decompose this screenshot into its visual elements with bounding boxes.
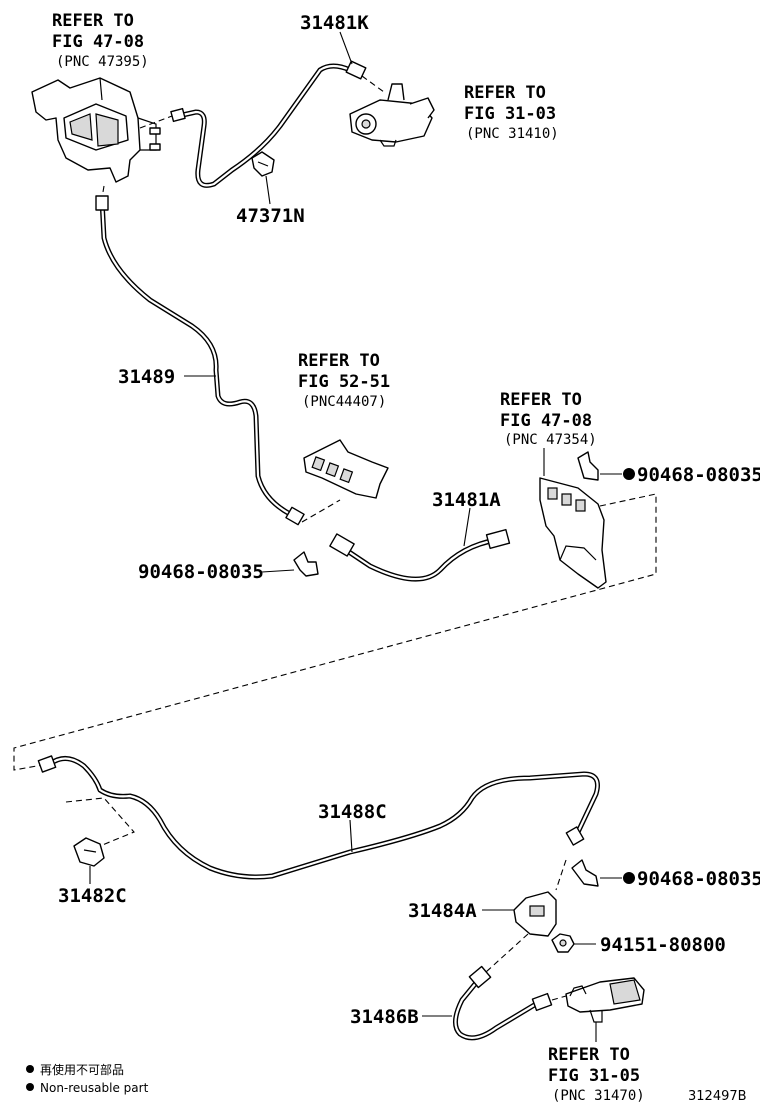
clip-31482C (73, 837, 105, 867)
label-31481A: 31481A (432, 489, 501, 511)
ref-44407-line1: REFER TO (298, 351, 380, 371)
label-31484A: 31484A (408, 900, 477, 922)
label-31482C: 31482C (58, 885, 127, 907)
pipe-31481K (170, 60, 367, 188)
hose-31481A (329, 528, 511, 582)
hose-31486B (453, 965, 553, 1041)
leader-31481K (339, 31, 353, 65)
legend-dot-2 (26, 1083, 34, 1091)
bracket-fig-52-51 (303, 439, 389, 499)
bracket-link-dash (139, 115, 173, 129)
pedal-bracket-assembly (31, 77, 161, 183)
clip-90468-mid (293, 551, 319, 577)
label-31489: 31489 (118, 366, 175, 388)
leader-47371N (265, 175, 271, 205)
leader-31488C (349, 819, 353, 853)
label-31486B: 31486B (350, 1006, 419, 1028)
pipe-31489 (95, 195, 305, 526)
non-reusable-mark-1 (623, 468, 635, 480)
ref-44407-line2: FIG 52-51 (298, 372, 390, 392)
ref-47354-line1: REFER TO (500, 390, 582, 410)
legend-dot-1 (26, 1065, 34, 1073)
legend-english: Non-reusable part (40, 1081, 149, 1095)
ref-47395-line3: (PNC 47395) (56, 54, 149, 70)
clip-31482C-dash (65, 797, 135, 847)
label-31481K: 31481K (300, 12, 369, 34)
pipe-31488C (37, 755, 600, 880)
union-31484A (513, 891, 557, 937)
bracket-52-dash (301, 499, 341, 523)
ref-47354-line2: FIG 47-08 (500, 411, 592, 431)
clip-90468-bottom-right (571, 859, 599, 887)
leader-90468-mid (261, 569, 295, 573)
label-47371N: 47371N (236, 205, 305, 227)
ref-31470-line2: FIG 31-05 (548, 1066, 640, 1086)
ref-31470-line1: REFER TO (548, 1045, 630, 1065)
clutch-master-cylinder (349, 83, 435, 147)
label-90468-bottom-right: 90468-08035 (637, 868, 760, 890)
ref-47395-line1: REFER TO (52, 11, 134, 31)
hose-cyl-dash (551, 995, 567, 1001)
union-dash (555, 859, 567, 891)
ref-31410-line3: (PNC 31410) (466, 126, 559, 142)
ref-44407-line3: (PNC44407) (302, 394, 386, 410)
clip-90468-top-right (577, 451, 599, 481)
nut-94151-80800 (551, 933, 575, 953)
bracket-fig-47-08-right (539, 477, 607, 589)
pipe-k-dash (361, 75, 385, 93)
ref-31410-line2: FIG 31-03 (464, 104, 556, 124)
ref-47354-line3: (PNC 47354) (504, 432, 597, 448)
release-cylinder (565, 977, 645, 1023)
section-link-dash (13, 493, 657, 771)
ref-31470-line3: (PNC 31470) (552, 1088, 645, 1104)
label-31488C: 31488C (318, 801, 387, 823)
ref-31410-line1: REFER TO (464, 83, 546, 103)
union-hose-dash (485, 933, 529, 973)
label-94151-80800: 94151-80800 (600, 934, 726, 956)
ref-47395-line2: FIG 47-08 (52, 32, 144, 52)
non-reusable-mark-2 (623, 872, 635, 884)
clip-47371N (251, 151, 275, 177)
legend-japanese: 再使用不可部品 (40, 1062, 124, 1077)
figure-number: 312497B (688, 1089, 747, 1104)
label-90468-top-right: 90468-08035 (637, 464, 760, 486)
leader-31481A (463, 507, 471, 547)
label-90468-mid: 90468-08035 (138, 561, 264, 583)
